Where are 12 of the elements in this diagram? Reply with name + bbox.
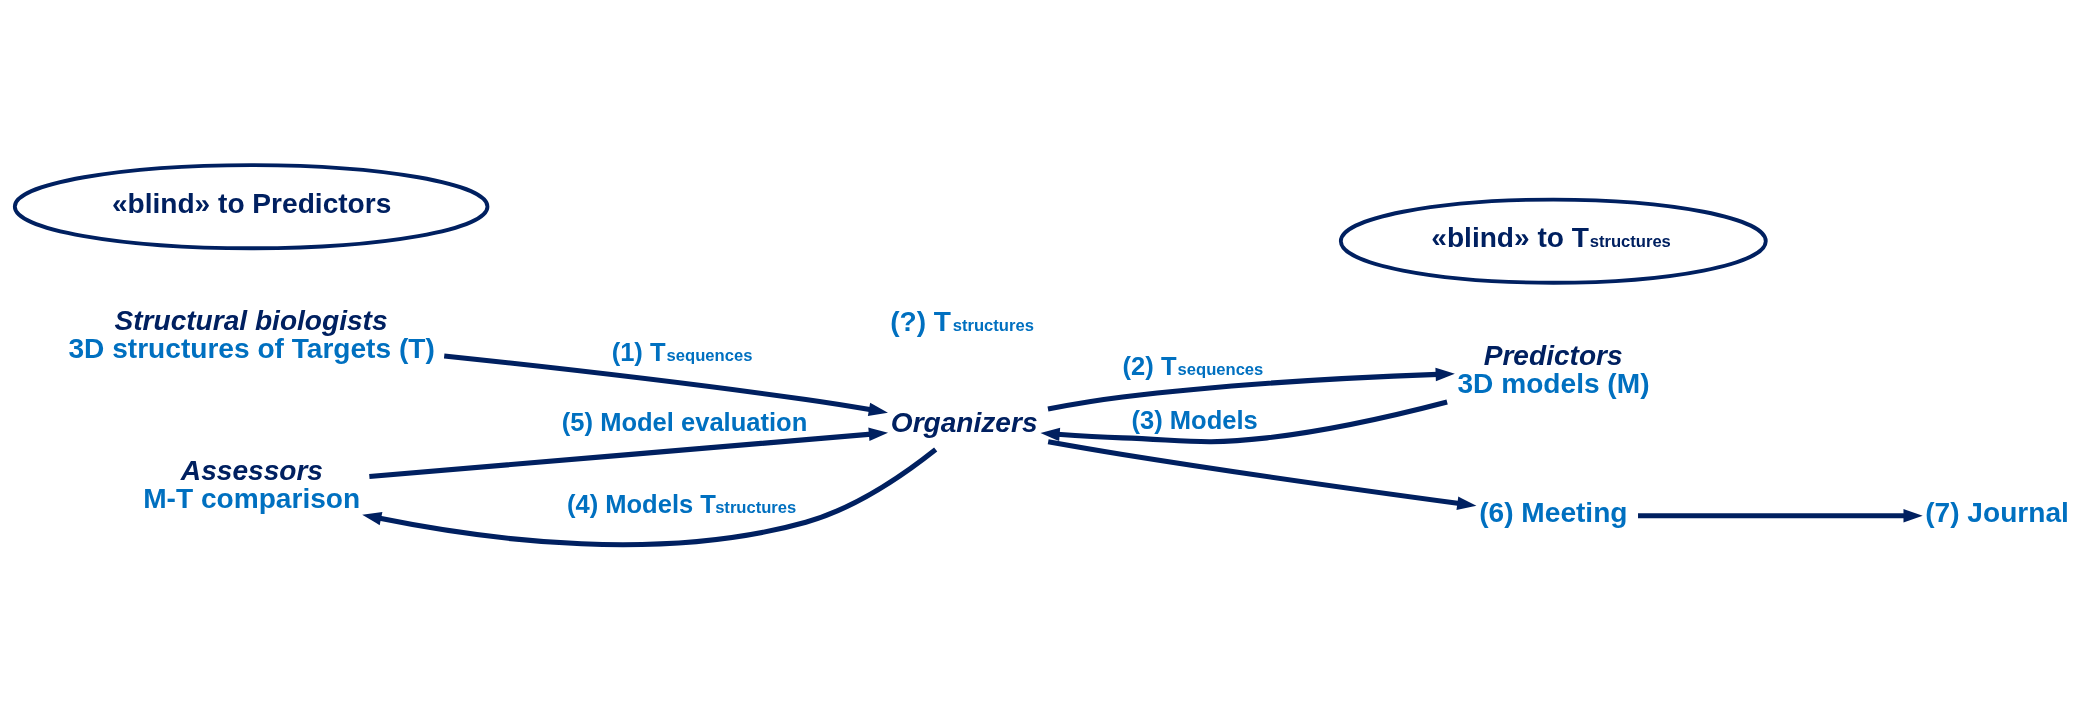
node-text: Organizers xyxy=(890,407,1038,439)
edge-label: (1) Tsequences xyxy=(611,338,753,367)
edge-label: (2) Tsequences xyxy=(1122,352,1264,381)
node-text: Structural biologists 3D structures of Targets (T) xyxy=(68,305,435,365)
node-text: (7) Journal xyxy=(1925,496,2069,528)
edge-label: (3) Models xyxy=(1131,405,1258,434)
label: (?) Tstructures xyxy=(890,306,1034,338)
node-text: (6) Meeting xyxy=(1479,496,1628,528)
node-text: Assessors M-T comparison xyxy=(143,454,361,514)
edge-label: (4) Models Tstructures xyxy=(566,490,797,519)
node-text: Predictors 3D models (M) xyxy=(1457,339,1650,399)
edge-label: (5) Model evaluation xyxy=(561,408,808,437)
